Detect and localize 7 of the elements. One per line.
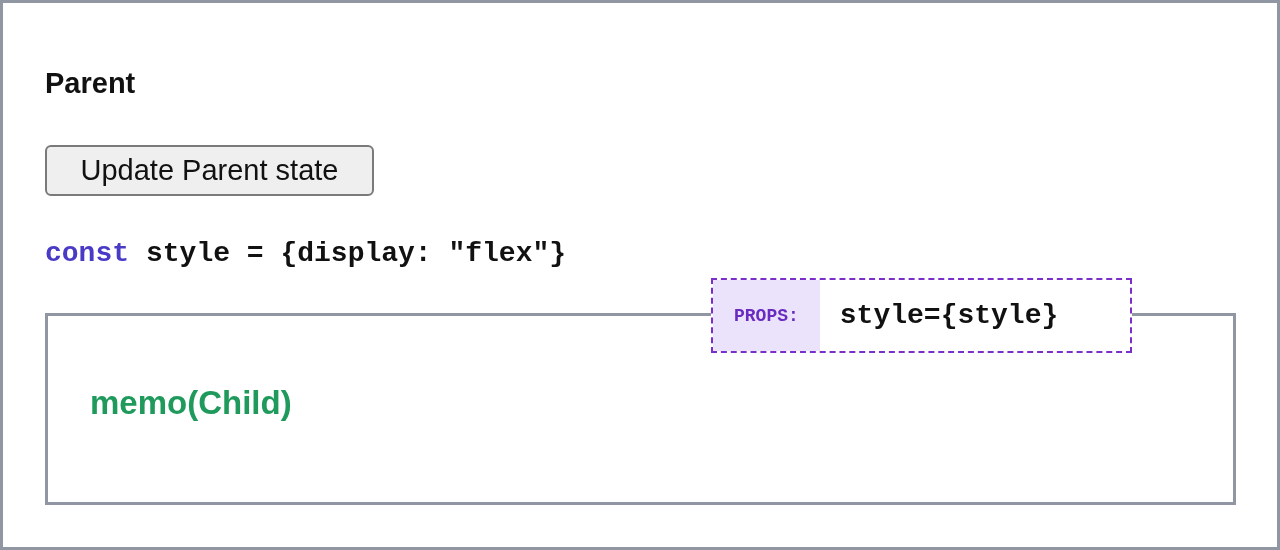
- props-label: PROPS:: [713, 280, 820, 351]
- props-tag: [711, 278, 1132, 353]
- update-button: Update Parent state: [45, 145, 374, 196]
- code-keyword: const: [45, 238, 129, 269]
- code-text: style = {display: "flex"}: [146, 238, 567, 269]
- component-name: memo(Child): [90, 384, 292, 422]
- panel-heading: Parent: [45, 67, 136, 100]
